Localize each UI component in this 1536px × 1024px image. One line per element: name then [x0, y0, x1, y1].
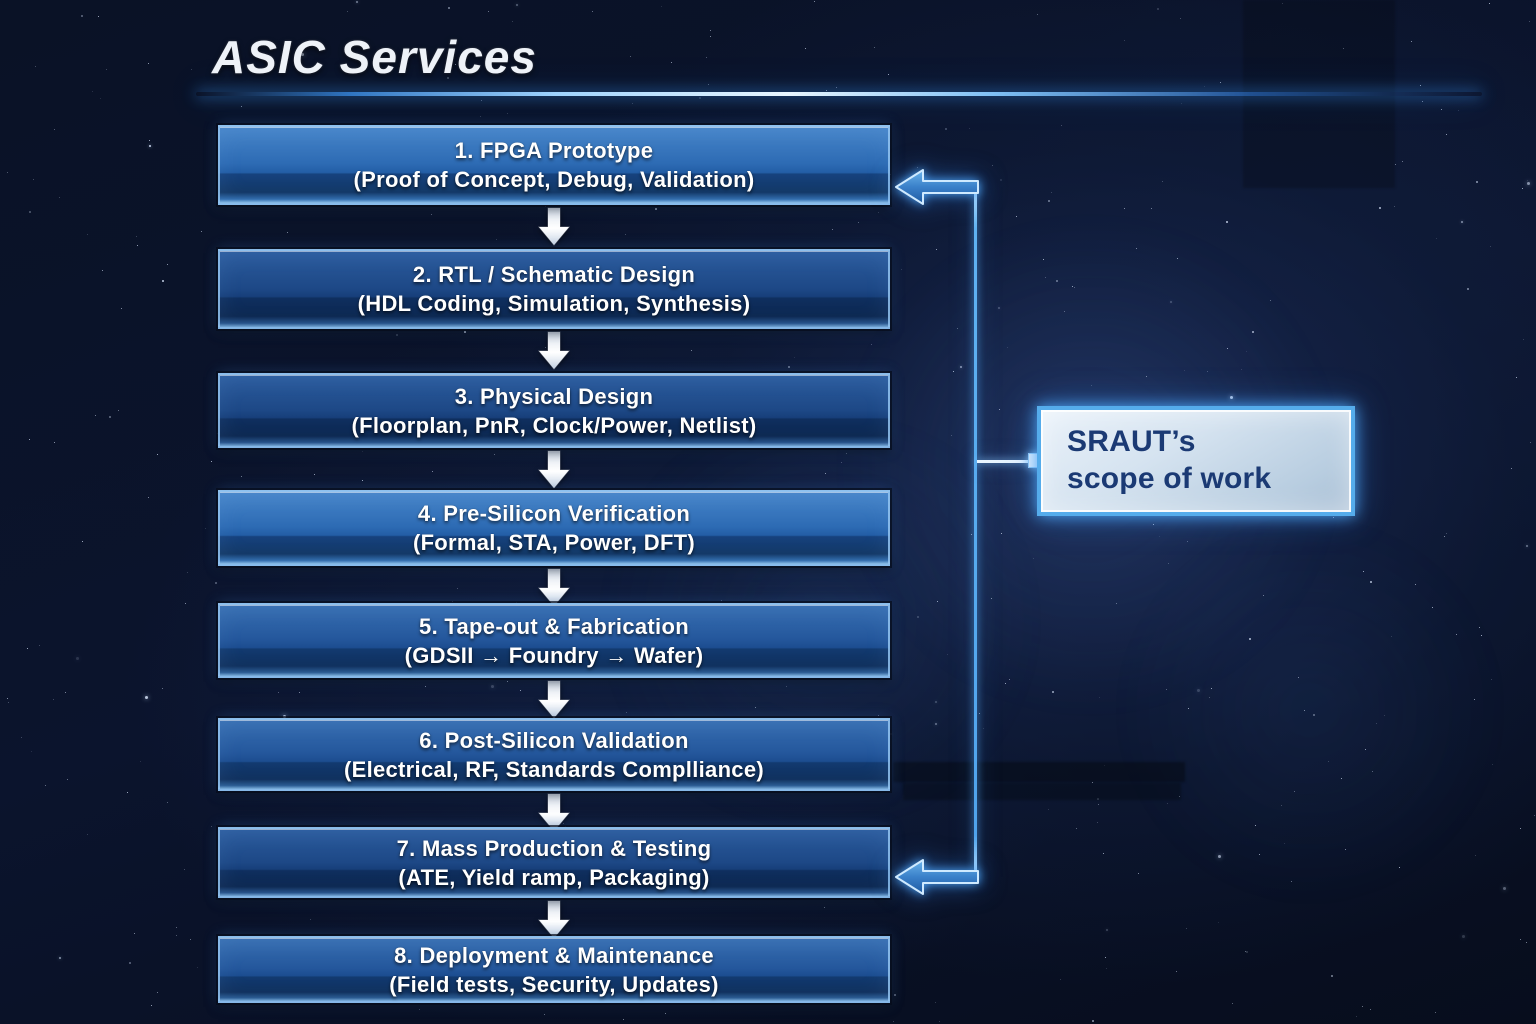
flow-step-4: 4. Pre-Silicon Verification (Formal, STA…: [218, 490, 890, 566]
flow-step-7: 7. Mass Production & Testing (ATE, Yield…: [218, 827, 890, 898]
left-arrow-icon: [895, 169, 979, 205]
left-arrow-icon: [895, 859, 979, 895]
flow-step-6: 6. Post-Silicon Validation (Electrical, …: [218, 718, 890, 791]
down-arrow-icon: [537, 568, 571, 607]
down-arrow-icon: [537, 793, 571, 832]
nebula-glow: [1120, 520, 1500, 900]
flow-step-3: 3. Physical Design (Floorplan, PnR, Cloc…: [218, 373, 890, 448]
scope-bracket-line: [974, 187, 977, 877]
step-title: 3. Physical Design: [454, 383, 654, 409]
down-arrow-icon: [537, 680, 571, 719]
scope-connector-line: [977, 460, 1029, 463]
scope-callout-line1: SRAUT’s: [1067, 425, 1196, 458]
step-subtitle: (Field tests, Security, Updates): [389, 971, 719, 997]
step-subtitle: (HDL Coding, Simulation, Synthesis): [357, 291, 751, 316]
step-subtitle: (Electrical, RF, Standards Complliance): [343, 756, 765, 782]
step-title: 8. Deployment & Maintenance: [394, 942, 714, 968]
step-title: 1. FPGA Prototype: [454, 138, 654, 163]
background-artifact: [893, 762, 1185, 782]
step-title: 5. Tape-out & Fabrication: [419, 613, 689, 639]
step-subtitle: (GDSII → Foundry → Wafer): [404, 642, 704, 668]
scope-callout-line2: scope of work: [1067, 462, 1272, 495]
step-subtitle: (Proof of Concept, Debug, Validation): [353, 167, 755, 192]
step-title: 7. Mass Production & Testing: [396, 835, 712, 861]
step-subtitle: (ATE, Yield ramp, Packaging): [398, 864, 710, 890]
step-title: 4. Pre-Silicon Verification: [417, 501, 691, 526]
background-artifact: [903, 783, 1181, 800]
flow-step-1: 1. FPGA Prototype (Proof of Concept, Deb…: [218, 125, 890, 205]
title-divider: [196, 92, 1482, 96]
down-arrow-icon: [537, 207, 571, 246]
down-arrow-icon: [537, 900, 571, 939]
scope-callout-box: SRAUT’s scope of work: [1037, 406, 1355, 516]
down-arrow-icon: [537, 331, 571, 370]
flow-step-2: 2. RTL / Schematic Design (HDL Coding, S…: [218, 249, 890, 329]
flow-step-8: 8. Deployment & Maintenance (Field tests…: [218, 936, 890, 1003]
step-subtitle: (Formal, STA, Power, DFT): [412, 530, 696, 555]
step-subtitle: (Floorplan, PnR, Clock/Power, Netlist): [351, 412, 757, 438]
step-title: 2. RTL / Schematic Design: [412, 262, 696, 287]
page-title: ASIC Services: [212, 31, 537, 83]
step-title: 6. Post-Silicon Validation: [419, 727, 689, 753]
down-arrow-icon: [537, 450, 571, 489]
flow-step-5: 5. Tape-out & Fabrication (GDSII → Found…: [218, 603, 890, 678]
